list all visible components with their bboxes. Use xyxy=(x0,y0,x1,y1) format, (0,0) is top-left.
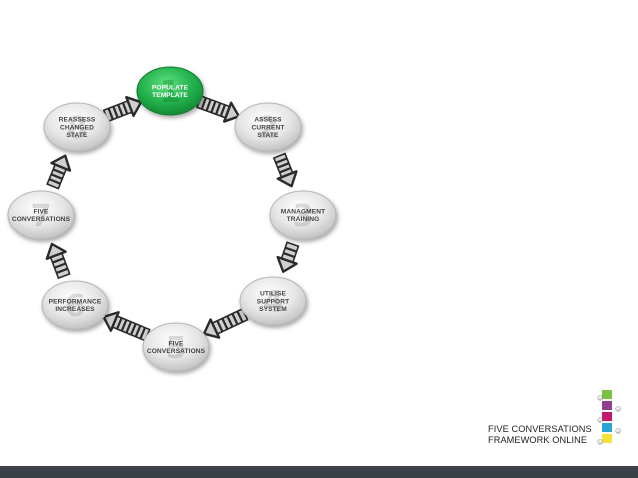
node-number: 1 xyxy=(160,75,181,110)
brand-bar xyxy=(602,412,612,421)
cycle-arrow xyxy=(102,311,151,342)
node-label-line: SYSTEM xyxy=(259,306,287,313)
cycle-arrow xyxy=(272,152,298,188)
node-number: 3 xyxy=(293,199,314,234)
cycle-arrow xyxy=(202,307,249,339)
brand-bar xyxy=(602,390,612,399)
cycle-arrow xyxy=(46,154,72,190)
node-shape xyxy=(136,66,204,116)
cycle-arrows xyxy=(45,95,300,342)
brand-block: FIVE CONVERSATIONS FRAMEWORK ONLINE xyxy=(488,424,592,446)
node-label-line: CHANGED xyxy=(60,124,94,131)
node-shape xyxy=(7,190,75,240)
node-number: 2 xyxy=(258,111,279,146)
node-number: 6 xyxy=(65,289,86,324)
person-icon: ☺ xyxy=(597,395,604,402)
brand-logo-bars: ☺ ☺ ☺ ☺ ☺ xyxy=(597,390,638,450)
cycle-arrow xyxy=(276,241,300,273)
node-shape xyxy=(239,276,307,326)
node-label-line: STATE xyxy=(66,132,88,139)
node-number: 5 xyxy=(166,331,187,366)
brand-bar xyxy=(602,401,612,410)
node-label-line: TRAINING xyxy=(287,216,320,223)
person-icon: ☺ xyxy=(597,417,604,424)
node-shape xyxy=(41,280,109,330)
person-icon: ☺ xyxy=(615,406,622,413)
node-label-line: UTILISE xyxy=(260,291,286,298)
cycle-arrow xyxy=(45,242,71,280)
cycle-arrow xyxy=(102,95,143,123)
node-label-line: STATE xyxy=(257,132,279,139)
node-number: 8 xyxy=(67,111,88,146)
brand-line-2: FRAMEWORK ONLINE xyxy=(488,435,588,445)
node-label-line: CONVERSATIONS xyxy=(12,216,71,223)
cycle-nodes: 1POPULATETEMPLATE2ASSESSCURRENTSTATE3MAN… xyxy=(7,66,337,372)
brand-bar xyxy=(602,434,612,443)
node-label-line: ASSESS xyxy=(254,117,282,124)
person-icon: ☺ xyxy=(615,428,622,435)
node-label-line: CONVERSATIONS xyxy=(147,348,206,355)
node-label-line: FIVE xyxy=(33,209,49,216)
brand-line-1: FIVE CONVERSATIONS xyxy=(488,424,592,434)
node-shape xyxy=(43,102,111,152)
brand-bar xyxy=(602,423,612,432)
node-label-line: TEMPLATE xyxy=(152,92,188,99)
node-shape xyxy=(142,322,210,372)
node-label-line: REASSESS xyxy=(59,117,96,124)
node-label-line: FIVE xyxy=(168,341,184,348)
node-label-line: CURRENT xyxy=(252,124,285,131)
node-label-line: MANAGMENT xyxy=(281,209,326,216)
node-label-line: SUPPORT xyxy=(257,298,290,305)
person-icon: ☺ xyxy=(597,439,604,446)
node-shape xyxy=(269,190,337,240)
node-label-line: INCREASES xyxy=(55,306,95,313)
footer-bar xyxy=(0,466,638,478)
node-shape xyxy=(234,102,302,152)
node-number: 7 xyxy=(31,199,52,234)
cycle-arrow xyxy=(196,95,241,123)
node-label-line: POPULATE xyxy=(152,85,189,92)
node-label-line: PERFORMANCE xyxy=(49,299,102,306)
node-number: 4 xyxy=(263,285,284,320)
